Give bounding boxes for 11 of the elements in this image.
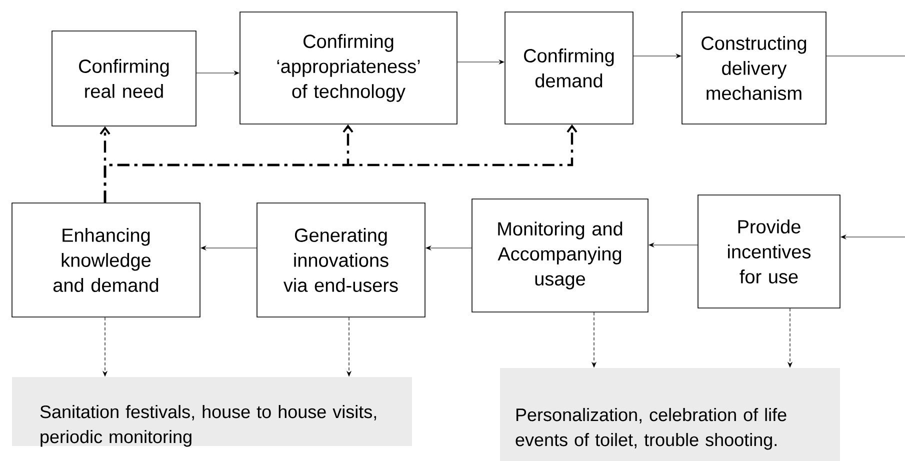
process-box: Confirming real need (52, 30, 196, 126)
arrow (104, 124, 578, 203)
process-box: Monitoring and Accompanying usage (472, 198, 648, 312)
process-box: Confirming ‘appropriateness’ of technology (240, 12, 458, 124)
note-box: Personalization, celebration of life events of toilet, trouble shooting. (500, 368, 840, 461)
process-box: Generating innovations via end-users (256, 202, 426, 318)
process-box: Provide incentives for use (698, 194, 840, 308)
process-box: Enhancing knowledge and demand (12, 202, 200, 318)
process-box: Constructing delivery mechanism (682, 12, 826, 124)
process-box: Confirming demand (504, 12, 634, 124)
note-box: Sanitation festivals, house to house visits, periodic monitoring (12, 377, 412, 447)
